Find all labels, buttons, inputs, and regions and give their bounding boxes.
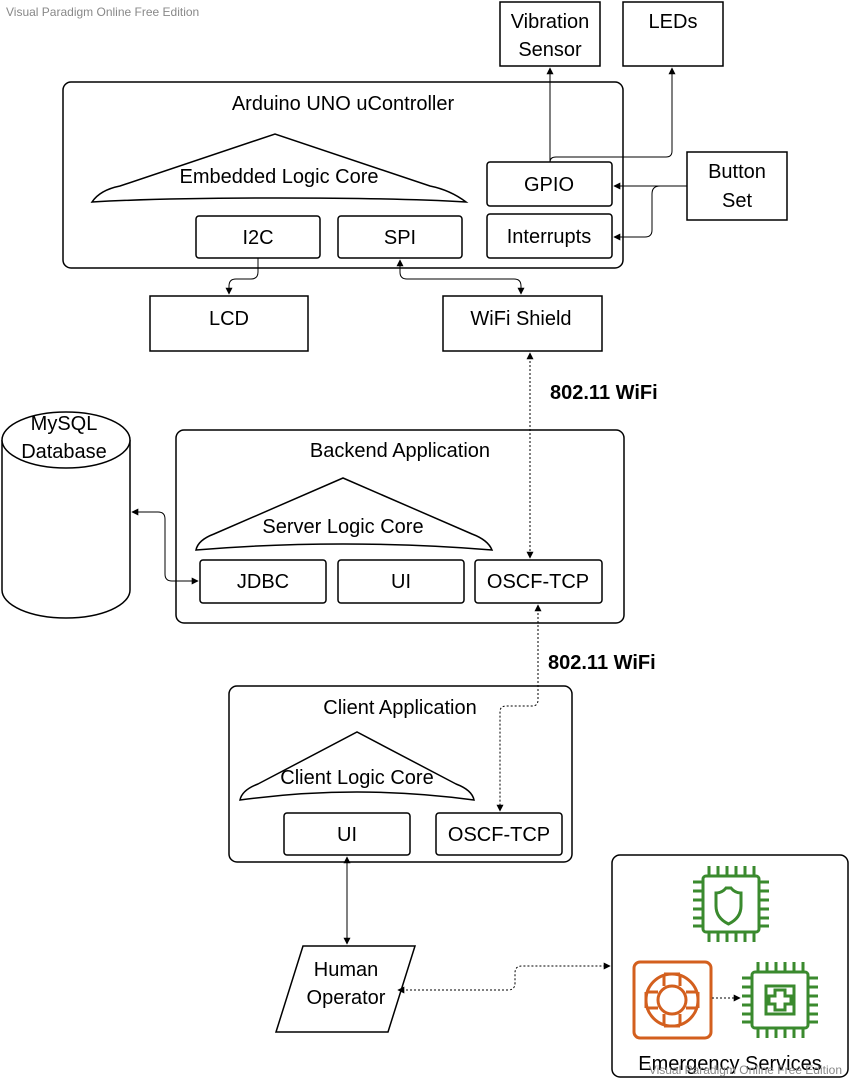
i2c-to-lcd-edge	[225, 258, 259, 295]
database-to-jdbc-edge	[131, 508, 199, 585]
jdbc-label: JDBC	[237, 571, 289, 593]
client-ui-label: UI	[337, 824, 357, 846]
arduino-title: Arduino UNO uController	[232, 93, 455, 115]
medical-chip-icon	[742, 962, 818, 1038]
human-operator-node[interactable]: Human Operator	[274, 945, 417, 1033]
client-title: Client Application	[323, 697, 476, 719]
backend-to-client-edge	[496, 604, 542, 812]
wifi-shield-label: WiFi Shield	[470, 308, 571, 330]
client-logic-core-label: Client Logic Core	[280, 767, 433, 789]
button-set-node[interactable]: Button Set	[686, 151, 788, 221]
wifi-link-label-upper: 802.11 WiFi	[550, 382, 658, 404]
spi-to-wifi-shield-edge	[396, 259, 525, 295]
jdbc-block[interactable]: JDBC	[199, 559, 327, 604]
ambulance-icon	[632, 960, 713, 1040]
i2c-label: I2C	[242, 227, 273, 249]
spi-label: SPI	[384, 227, 416, 249]
client-oscf-block[interactable]: OSCF-TCP	[435, 812, 563, 856]
gpio-block[interactable]: GPIO	[486, 161, 613, 207]
server-logic-core-shape: Server Logic Core	[195, 477, 494, 551]
button-set-label-2: Set	[722, 190, 752, 212]
backend-ui-label: UI	[391, 571, 411, 593]
client-oscf-label: OSCF-TCP	[448, 824, 550, 846]
lcd-label: LCD	[209, 308, 249, 330]
leds-label: LEDs	[649, 11, 698, 33]
backend-oscf-label: OSCF-TCP	[487, 571, 589, 593]
human-operator-label-1: Human	[314, 959, 378, 981]
gpio-label: GPIO	[524, 174, 574, 196]
server-logic-core-label: Server Logic Core	[262, 516, 423, 538]
emergency-services-title: Emergency Services	[638, 1053, 821, 1075]
embedded-logic-core-shape: Embedded Logic Core	[90, 133, 469, 203]
database-label-2: Database	[21, 441, 107, 463]
i2c-block[interactable]: I2C	[195, 215, 321, 259]
button-to-interrupts-edge	[613, 185, 687, 241]
backend-ui-block[interactable]: UI	[337, 559, 465, 604]
client-ui-block[interactable]: UI	[283, 812, 411, 856]
backend-oscf-block[interactable]: OSCF-TCP	[474, 559, 603, 604]
watermark-top: Visual Paradigm Online Free Edition	[6, 5, 199, 19]
button-set-label-1: Button	[708, 161, 766, 183]
police-chip-icon	[693, 866, 769, 942]
spi-block[interactable]: SPI	[337, 215, 463, 259]
client-logic-core-shape: Client Logic Core	[239, 731, 475, 801]
emergency-services-container[interactable]	[611, 854, 849, 1078]
mysql-database-node[interactable]: MySQL Database	[1, 411, 131, 619]
wifi-shield-node[interactable]: WiFi Shield	[442, 295, 603, 352]
vibration-sensor-label-1: Vibration	[511, 11, 590, 33]
human-operator-label-2: Operator	[307, 987, 386, 1009]
vibration-sensor-node[interactable]: Vibration Sensor	[499, 1, 601, 67]
backend-title: Backend Application	[310, 440, 490, 462]
operator-to-emergency-edge	[397, 962, 611, 994]
embedded-logic-core-label: Embedded Logic Core	[179, 166, 378, 188]
watermark-bottom: Visual Paradigm Online Free Edition	[649, 1063, 842, 1077]
leds-node[interactable]: LEDs	[622, 1, 724, 67]
database-label-1: MySQL	[31, 413, 98, 435]
gpio-to-leds-edge	[549, 67, 676, 163]
lcd-node[interactable]: LCD	[149, 295, 309, 352]
interrupts-label: Interrupts	[507, 226, 591, 248]
vibration-sensor-label-2: Sensor	[518, 39, 582, 61]
wifi-link-label-lower: 802.11 WiFi	[548, 652, 656, 674]
interrupts-block[interactable]: Interrupts	[486, 213, 613, 259]
